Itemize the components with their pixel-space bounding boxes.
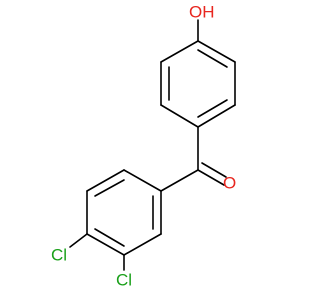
hydroxyl-label: OH — [189, 3, 215, 22]
bond — [94, 179, 125, 197]
bond — [160, 104, 199, 128]
bond — [160, 40, 199, 63]
bond — [86, 169, 125, 192]
bond — [69, 233, 88, 248]
bond — [197, 99, 228, 118]
bond — [201, 162, 227, 178]
chemical-structure: OH O Cl Cl — [51, 3, 236, 290]
bond — [94, 228, 125, 247]
bond — [86, 233, 125, 256]
bond — [197, 49, 228, 68]
chlorine-label: Cl — [51, 246, 67, 265]
bond — [160, 169, 199, 192]
bond — [123, 233, 162, 256]
bond — [197, 104, 236, 128]
bond — [197, 169, 225, 186]
dichlorophenyl-ring — [86, 169, 162, 256]
bond — [123, 169, 162, 192]
chlorine-label: Cl — [116, 271, 132, 290]
bond — [197, 40, 236, 63]
carbonyl-oxygen-label: O — [223, 174, 236, 193]
phenol-ring — [160, 40, 236, 128]
